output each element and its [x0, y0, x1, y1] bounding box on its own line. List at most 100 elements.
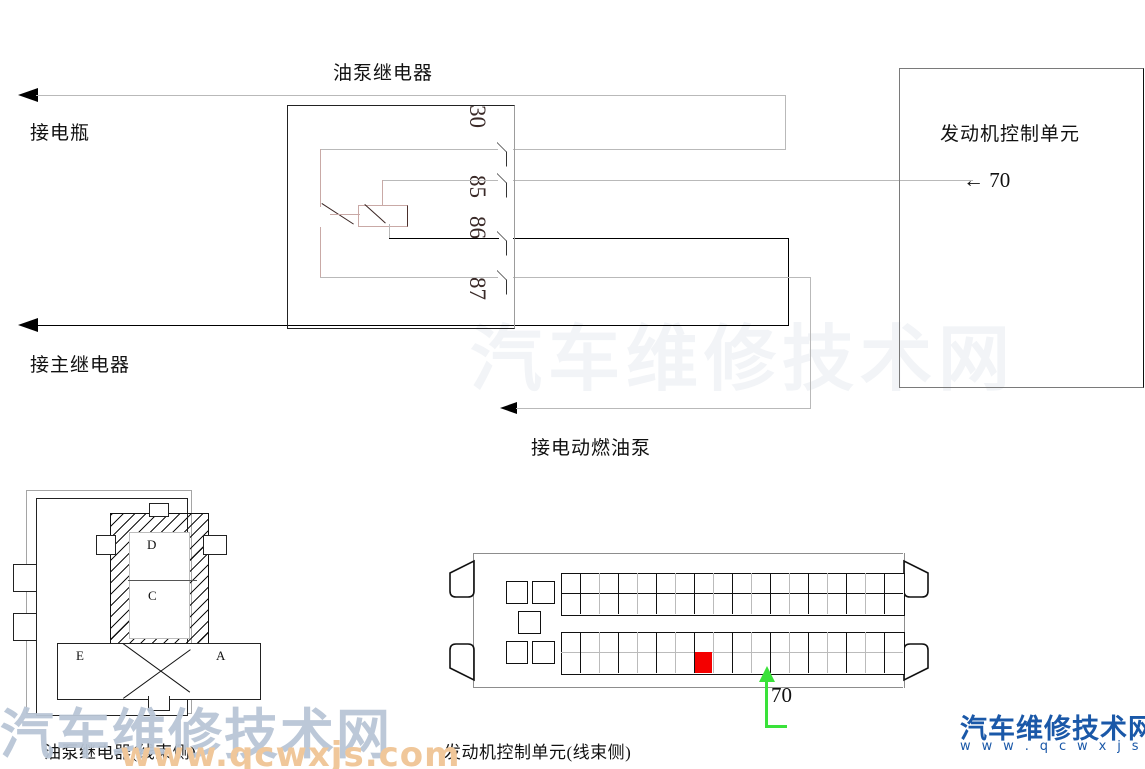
terminal-label-86: 86 — [465, 216, 490, 239]
battery-wire-to-terminal-30 — [513, 149, 786, 150]
ecu-connector-pin-divider — [770, 573, 771, 614]
relay-connector-tab-left — [96, 535, 116, 555]
ecu-connector-pin-divider — [637, 573, 638, 614]
ecu-label: 发动机控制单元 — [940, 124, 1081, 145]
relay-connector-bottom-notch — [148, 696, 170, 711]
battery-wire-vertical — [785, 95, 786, 150]
main-relay-wire-to-terminal-86 — [513, 238, 789, 239]
left-watermark-url: www.qcwxjs.com — [120, 735, 461, 769]
site-logo-url: w w w . q c w x j s . c o m — [960, 739, 1145, 754]
relay-internal-vertical-30 — [320, 149, 321, 207]
relay-internal-vertical-87 — [320, 227, 321, 277]
ecu-connector-pin-divider — [694, 573, 695, 614]
ecu-connector-pin-divider — [580, 573, 581, 614]
main-relay-wire-horizontal — [36, 325, 789, 326]
battery-wire-horizontal — [36, 95, 786, 96]
pin-70-pointer-arrowhead — [759, 666, 775, 682]
relay-connector-caption: 油泵继电器(线束侧) — [44, 743, 197, 762]
relay-connector-left-notch-top — [13, 564, 36, 592]
fuel-pump-wire-horizontal — [516, 408, 811, 409]
ecu-connector-square-3 — [518, 611, 541, 634]
main-relay-wire-vertical — [788, 238, 789, 326]
relay-connector-DC-divider — [128, 580, 197, 581]
engine-control-unit-box — [899, 68, 1144, 388]
ecu-connector-pin-divider — [637, 632, 638, 673]
to-main-relay-arrowhead — [18, 318, 38, 332]
ecu-connector-pin-divider — [846, 632, 847, 673]
terminal-label-87: 87 — [465, 277, 490, 300]
ecu-connector-pin-divider — [770, 632, 771, 673]
ecu-connector-pin-divider — [827, 573, 828, 614]
relay-pin-E: E — [76, 648, 84, 663]
relay-connector-left-notch-bottom — [13, 613, 36, 641]
terminal-label-30: 30 — [465, 105, 490, 128]
ecu-connector-pin-divider — [713, 632, 714, 673]
pin-70-label: 70 — [771, 683, 792, 707]
ecu-pin-callout: ← 70 — [963, 168, 1011, 192]
ecu-connector-pin-divider — [751, 573, 752, 614]
ecu-connector-square-2 — [532, 581, 555, 604]
label-to-main-relay: 接主继电器 — [30, 355, 131, 376]
ecu-connector-pin-divider — [827, 632, 828, 673]
relay-connector-bottom-rect — [57, 643, 261, 700]
relay-internal-wire-30 — [320, 149, 498, 150]
ecu-connector-left-tab-svg — [449, 559, 475, 682]
ecu-connector-pin-divider — [713, 573, 714, 614]
relay-pin-A: A — [216, 648, 226, 663]
ecu-connector-pin-divider — [675, 573, 676, 614]
relay-common-contact-lead — [330, 214, 360, 215]
ecu-connector-pin-divider — [732, 632, 733, 673]
ecu-connector-pin-divider — [751, 632, 752, 673]
relay-internal-wire-87 — [320, 277, 498, 278]
relay-internal-wire-86 — [389, 238, 499, 239]
site-logo-cn: 汽车维修技术网 — [960, 714, 1145, 745]
relay-connector-tab-right — [203, 535, 227, 555]
ecu-signal-wire — [513, 180, 973, 181]
relay-pin-D: D — [147, 537, 157, 552]
pin-70-pointer-foot — [765, 725, 787, 728]
ecu-connector-pin-divider — [675, 632, 676, 673]
ecu-connector-pin-divider — [789, 573, 790, 614]
ecu-connector-pin-divider — [732, 573, 733, 614]
fuel-pump-wire-to-terminal-87 — [513, 277, 811, 278]
ecu-connector-pin-divider — [808, 632, 809, 673]
ecu-connector-pin-divider — [694, 632, 695, 673]
terminal-label-85: 85 — [465, 175, 490, 198]
ecu-connector-pin-divider — [656, 632, 657, 673]
ecu-connector-left-tabs — [448, 553, 478, 688]
relay-pin-C: C — [148, 588, 157, 603]
ecu-connector-top-columns — [561, 573, 903, 614]
fuel-pump-wire-vertical — [810, 277, 811, 409]
ecu-connector-body — [473, 553, 905, 688]
pin-70-pointer-shaft — [765, 680, 768, 728]
relay-internal-vertical-86 — [389, 224, 390, 238]
relay-enclosure — [287, 105, 515, 329]
ecu-connector-pin-divider — [884, 573, 885, 614]
ecu-connector-caption: 发动机控制单元(线束侧) — [444, 743, 632, 762]
ecu-connector-pin-divider — [884, 632, 885, 673]
label-to-fuel-pump: 接电动燃油泵 — [531, 438, 652, 459]
ecu-connector-top-edge — [473, 553, 903, 554]
relay-coil — [358, 204, 408, 227]
relay-internal-wire-85 — [382, 180, 498, 181]
relay-connector-tab-top — [149, 503, 169, 517]
ecu-connector-bottom-edge — [473, 687, 903, 688]
ecu-connector-pin-divider — [789, 632, 790, 673]
to-battery-arrowhead — [18, 88, 38, 102]
ecu-connector-square-5 — [532, 641, 555, 664]
ecu-connector-drawing — [448, 553, 929, 688]
ecu-connector-pin-divider — [599, 632, 600, 673]
highlighted-pin-70 — [695, 652, 712, 673]
label-to-battery: 接电瓶 — [30, 123, 91, 144]
left-watermark-cn: 汽车维修技术网 — [0, 703, 392, 766]
ecu-connector-pin-divider — [865, 632, 866, 673]
ecu-connector-pin-divider — [808, 573, 809, 614]
ecu-connector-pin-divider — [656, 573, 657, 614]
ecu-connector-pin-divider — [865, 573, 866, 614]
relay-connector-drawing: D C E A 油泵继电器(线束侧) — [0, 480, 300, 769]
ecu-connector-pin-divider — [580, 632, 581, 673]
diagram-title: 油泵继电器 — [333, 63, 434, 84]
ecu-connector-square-1 — [506, 581, 528, 604]
ecu-connector-pin-divider — [618, 632, 619, 673]
